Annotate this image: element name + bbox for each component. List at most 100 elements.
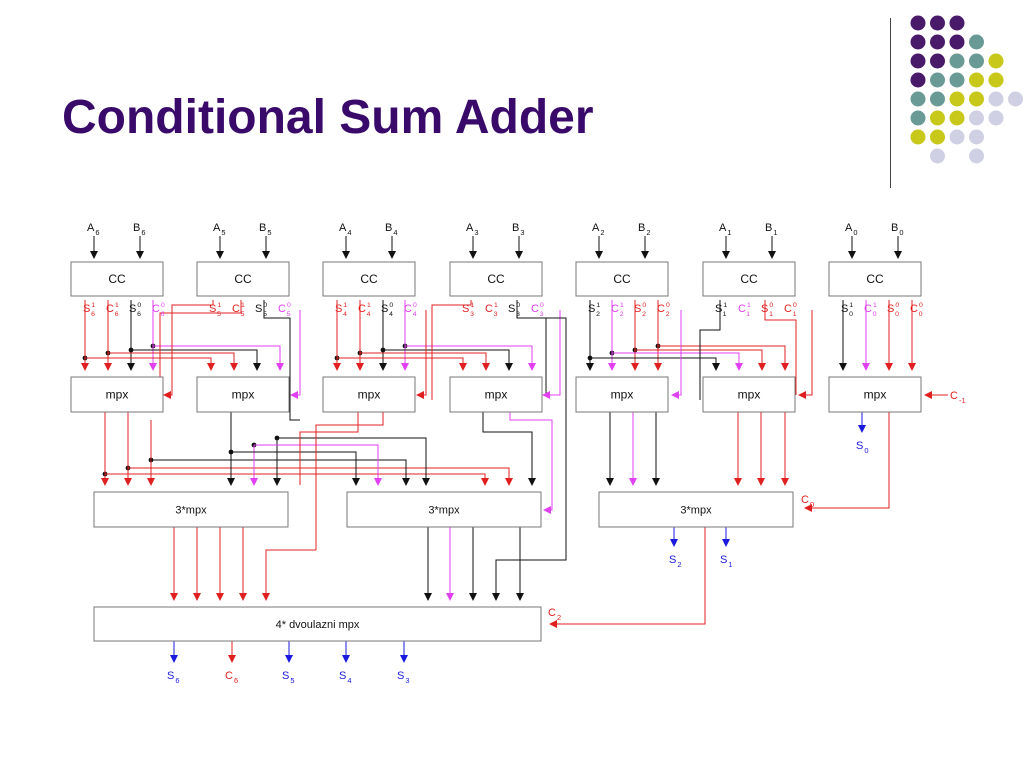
cc-output-label-sub: 2 xyxy=(596,311,600,318)
cc-block xyxy=(70,261,164,297)
signal-wire xyxy=(671,310,682,399)
input-b-label: B0 xyxy=(891,222,904,237)
output-label-sub: 4 xyxy=(347,676,351,685)
input-b-label-sub: 1 xyxy=(773,228,777,237)
input-b-label-sub: 5 xyxy=(267,228,271,237)
output-label-base: S xyxy=(282,670,289,682)
input-b-label-sub: 0 xyxy=(899,228,903,237)
cc-output-label-base: S xyxy=(255,303,262,315)
input-b-label: B6 xyxy=(133,222,146,237)
input-b-label-base: B xyxy=(891,222,898,234)
cc-output-label-sub: 5 xyxy=(241,311,245,318)
signal-wire xyxy=(108,352,238,371)
input-a-label-base: A xyxy=(845,222,853,234)
mpx3-block xyxy=(346,491,542,528)
output-label: S2 xyxy=(669,554,682,569)
input-b-label-sub: 3 xyxy=(520,228,524,237)
cc-output-label-sub: 2 xyxy=(642,311,646,318)
mpx-block-label: mpx xyxy=(358,388,381,402)
cc-block-label: CC xyxy=(360,272,378,286)
signal-wire xyxy=(263,300,291,395)
cc-output-label-base: S xyxy=(381,303,388,315)
cc-output-label-sub: 0 xyxy=(873,311,877,318)
signal-wire xyxy=(635,349,766,371)
signal-wire xyxy=(153,345,284,371)
cc-output-label-sup: 0 xyxy=(895,302,899,309)
cc-output-label-base: S xyxy=(761,303,768,315)
output-label: S5 xyxy=(282,670,295,685)
mpx3-block xyxy=(598,491,794,528)
cc-output-label-base: C xyxy=(864,303,872,315)
input-a-label-base: A xyxy=(592,222,600,234)
output-label: S4 xyxy=(339,670,352,685)
signal-wire xyxy=(231,451,360,486)
input-a-label-base: A xyxy=(213,222,221,234)
output-label-base: S xyxy=(397,670,404,682)
signal-wire xyxy=(542,310,561,399)
input-b-label: B1 xyxy=(765,222,778,237)
c0-label: C0 xyxy=(801,494,814,509)
output-label-sub: 3 xyxy=(405,676,409,685)
cc-output-label-sup: 0 xyxy=(793,302,797,309)
cc-output-label-sub: 3 xyxy=(516,311,520,318)
input-a-label: A6 xyxy=(87,222,100,237)
carry-in-label-base: C xyxy=(950,390,958,402)
output-label: S6 xyxy=(167,670,180,685)
cc-output-label-base: C xyxy=(106,303,114,315)
input-b-label: B4 xyxy=(385,222,398,237)
mpx-block xyxy=(449,376,543,413)
input-b-label-base: B xyxy=(133,222,140,234)
input-b-label: B5 xyxy=(259,222,272,237)
signal-wire xyxy=(131,349,261,371)
signal-wire xyxy=(254,444,382,486)
signal-wire xyxy=(516,300,547,395)
cc-output-label-sub: 5 xyxy=(263,311,267,318)
mpx-block xyxy=(828,376,922,413)
c2-label: C2 xyxy=(548,607,561,622)
output-label: S1 xyxy=(720,554,733,569)
cc-output-label-base: S xyxy=(129,303,136,315)
cc-block xyxy=(322,261,416,297)
cc-block xyxy=(575,261,669,297)
output-label-base: S xyxy=(720,554,727,566)
signal-wire xyxy=(699,300,721,400)
carry-in-label: C-1 xyxy=(950,390,966,405)
cc-output-label-sub: 4 xyxy=(413,311,417,318)
cc-output-label-sup: 0 xyxy=(919,302,923,309)
signal-wire xyxy=(764,300,797,395)
cc-output-label-sup: 1 xyxy=(343,302,347,309)
input-a-label-base: A xyxy=(719,222,727,234)
signal-wire xyxy=(360,352,490,371)
input-b-label-base: B xyxy=(385,222,392,234)
cc-output-label-sub: 6 xyxy=(115,311,119,318)
input-a-label-base: A xyxy=(339,222,347,234)
mpx-block-label: mpx xyxy=(864,388,887,402)
mpx-block-label: mpx xyxy=(738,388,761,402)
cc-output-label-base: S xyxy=(508,303,515,315)
input-a-label: A1 xyxy=(719,222,732,237)
signal-wire xyxy=(482,412,536,486)
signal-wire xyxy=(290,310,301,399)
cc-output-label-sub: 4 xyxy=(367,311,371,318)
output-label-sub: 6 xyxy=(175,676,179,685)
cc-block-label: CC xyxy=(487,272,505,286)
signal-wire xyxy=(337,357,467,371)
mpx-block-label: mpx xyxy=(106,388,129,402)
cc-output-label-sub: 6 xyxy=(91,311,95,318)
input-b-label-sub: 6 xyxy=(141,228,145,237)
cc-output-label-sub: 5 xyxy=(287,311,291,318)
cc-output-label-sup: 1 xyxy=(723,302,727,309)
signal-wire xyxy=(163,300,214,399)
input-a-label-base: A xyxy=(466,222,474,234)
cc-block-label: CC xyxy=(613,272,631,286)
